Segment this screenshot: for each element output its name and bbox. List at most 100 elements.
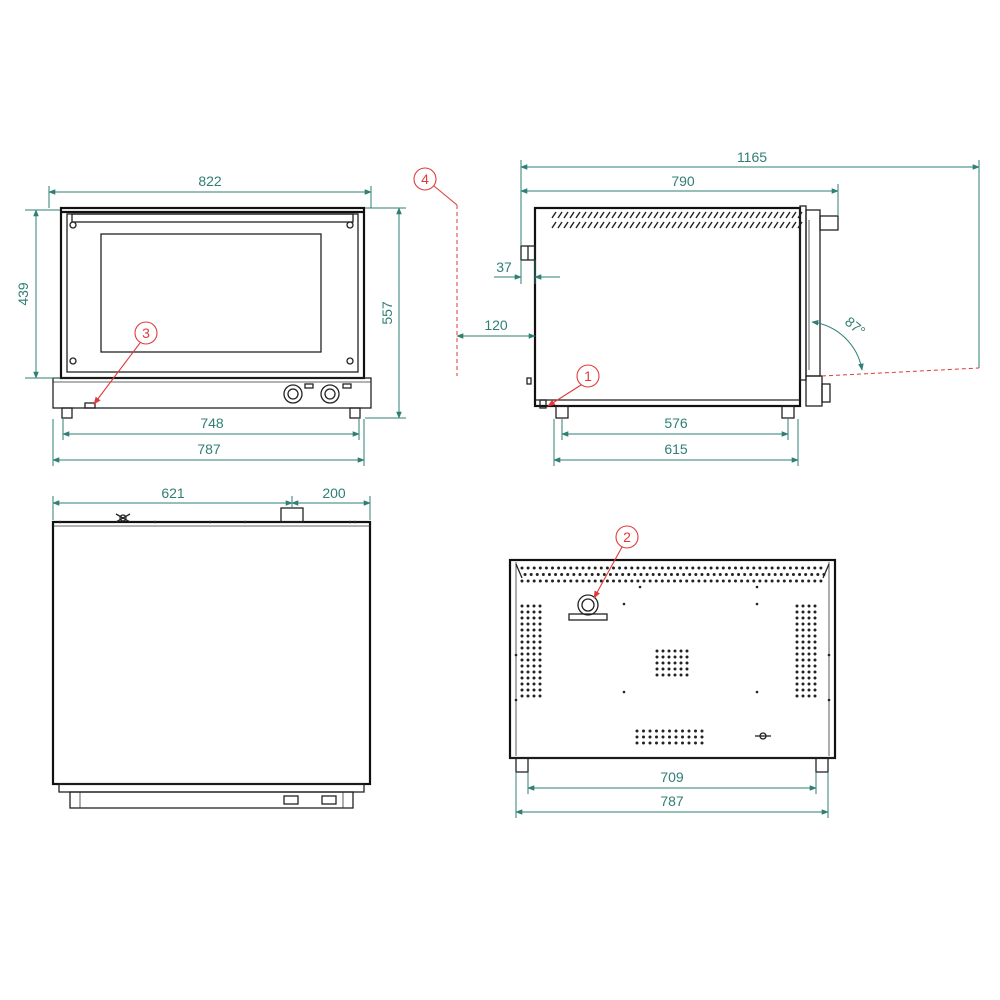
vent-hole (660, 566, 664, 570)
vent-slot (785, 211, 791, 219)
vent-hole (655, 649, 659, 653)
vent-hole (655, 667, 659, 671)
vent-hole (520, 688, 524, 692)
vent-hole (526, 688, 530, 692)
vent-slot (569, 211, 575, 219)
vent-slot (671, 211, 677, 219)
back-view (508, 558, 837, 773)
vent-slot (791, 221, 797, 229)
vent-hole (813, 640, 817, 644)
vent-hole (727, 566, 731, 570)
vent-hole (538, 658, 542, 662)
vent-hole (697, 579, 701, 583)
dim-side-overall: 615 (664, 441, 688, 457)
vent-slot (569, 221, 575, 229)
vent-hole (667, 667, 671, 671)
side-view (520, 205, 839, 419)
vent-hole (734, 566, 737, 570)
vent-hole (563, 579, 567, 583)
vent-hole (694, 573, 698, 576)
vent-hole (590, 573, 594, 576)
vent-hole (657, 573, 661, 576)
vent-hole (661, 673, 665, 677)
vent-slot (683, 211, 689, 219)
dim-side-body: 790 (671, 173, 695, 189)
vent-hole (630, 579, 634, 583)
vent-hole (538, 610, 542, 614)
vent-hole (740, 566, 744, 570)
vent-hole (795, 652, 799, 656)
vent-hole (526, 682, 530, 686)
vent-hole (587, 579, 591, 583)
vent-hole (773, 573, 777, 576)
vent-hole (795, 579, 798, 583)
vent-slot (731, 221, 737, 229)
vent-hole (612, 579, 615, 583)
dim-back-feet: 709 (660, 769, 684, 785)
vent-slot (623, 211, 629, 219)
vent-hole (734, 579, 737, 583)
vent-hole (615, 573, 619, 576)
vent-hole (569, 566, 573, 570)
vent-slot (785, 221, 791, 229)
vent-hole (687, 729, 691, 733)
vent-hole (605, 579, 609, 583)
vent-hole (700, 741, 704, 745)
vent-hole (532, 622, 536, 626)
vent-hole (795, 664, 799, 668)
vent-hole (685, 655, 689, 659)
vent-hole (593, 566, 597, 570)
vent-hole (700, 735, 704, 739)
vent-hole (770, 566, 774, 570)
vent-hole (575, 579, 579, 583)
vent-hole (578, 573, 582, 576)
vent-hole (816, 573, 820, 576)
vent-hole (526, 634, 530, 638)
vent-hole (667, 655, 671, 659)
vent-hole (563, 566, 567, 570)
vent-hole (795, 604, 799, 608)
vent-hole (807, 676, 811, 680)
vent-hole (700, 729, 704, 733)
vent-hole (679, 667, 683, 671)
vent-hole (721, 579, 725, 583)
vent-hole (679, 579, 683, 583)
vent-hole (795, 694, 799, 698)
vent-hole (752, 579, 756, 583)
vent-slot (641, 221, 647, 229)
vent-hole (520, 610, 524, 614)
vent-hole (557, 579, 561, 583)
front-view (52, 206, 372, 419)
vent-hole (679, 649, 683, 653)
screw-dot (622, 690, 626, 694)
vent-hole (674, 735, 678, 739)
vent-hole (807, 682, 811, 686)
vent-hole (532, 610, 536, 614)
vent-hole (813, 688, 817, 692)
vent-hole (544, 579, 548, 583)
vent-hole (801, 610, 805, 614)
vent-hole (795, 628, 799, 632)
vent-hole (801, 579, 805, 583)
vent-slot (701, 211, 707, 219)
vent-hole (801, 688, 805, 692)
vent-hole (791, 573, 795, 576)
vent-hole (788, 579, 792, 583)
vent-hole (819, 566, 823, 570)
vent-slot (719, 211, 725, 219)
vent-slot (737, 221, 743, 229)
vent-hole (661, 655, 665, 659)
vent-slot (743, 221, 749, 229)
vent-hole (636, 579, 640, 583)
vent-hole (801, 676, 805, 680)
vent-hole (681, 729, 684, 733)
vent-hole (679, 661, 683, 665)
vent-hole (520, 628, 524, 632)
vent-hole (807, 579, 811, 583)
vent-hole (520, 658, 524, 662)
vent-hole (694, 735, 697, 739)
vent-hole (572, 573, 576, 576)
vent-hole (795, 640, 799, 644)
dim-back-overall: 787 (660, 793, 684, 809)
callout-1: 1 (547, 364, 600, 407)
